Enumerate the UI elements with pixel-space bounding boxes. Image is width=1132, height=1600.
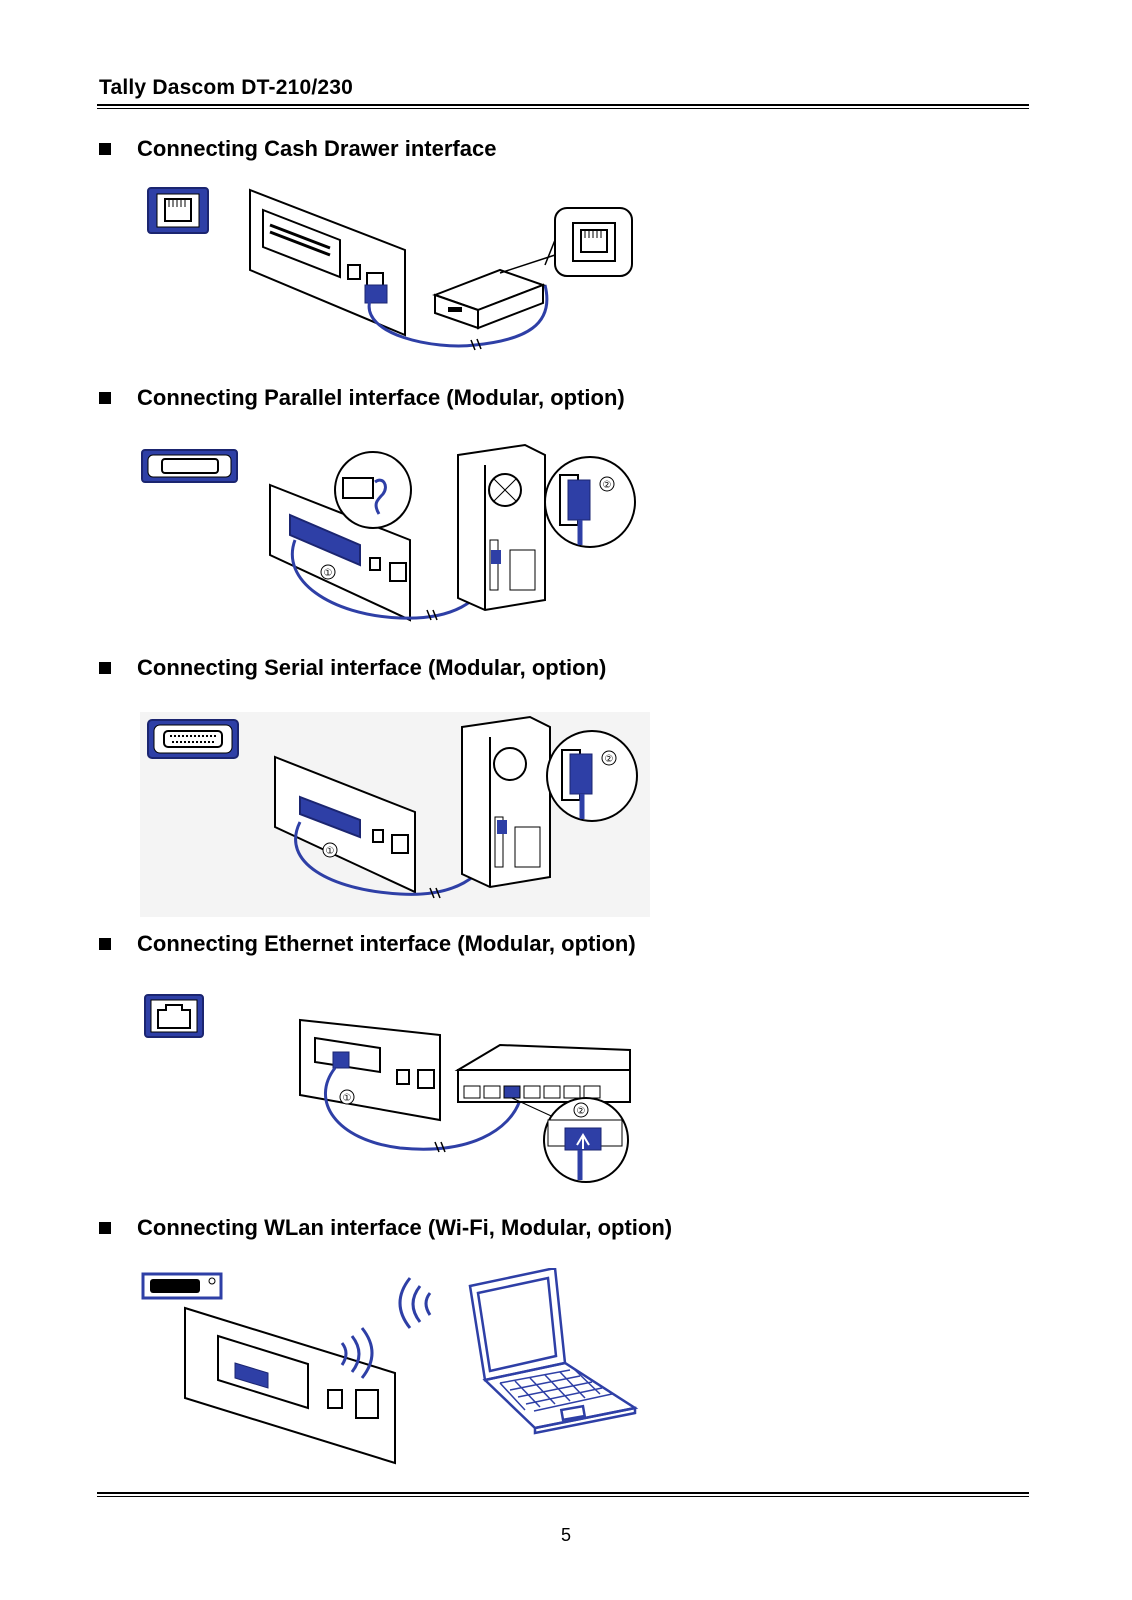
pc-tower	[457, 443, 546, 612]
step-2-label: ②	[605, 754, 614, 765]
square-bullet-icon	[99, 392, 111, 404]
square-bullet-icon	[99, 662, 111, 674]
parallel-port-icon	[141, 449, 238, 483]
cash-drawer-device	[432, 268, 546, 330]
step-1-label: ①	[324, 568, 333, 579]
serial-port-icon	[147, 719, 239, 759]
document-header-title: Tally Dascom DT-210/230	[99, 76, 354, 99]
laptop-device	[468, 1268, 639, 1435]
section-ethernet-heading: Connecting Ethernet interface (Modular, …	[99, 931, 636, 957]
section-title: Connecting WLan interface (Wi-Fi, Modula…	[137, 1215, 673, 1240]
header-rule-top	[97, 104, 1029, 106]
step-1-label: ①	[343, 1093, 352, 1104]
section-serial-heading: Connecting Serial interface (Modular, op…	[99, 655, 606, 681]
square-bullet-icon	[99, 143, 111, 155]
footer-rule-top	[97, 1492, 1029, 1494]
square-bullet-icon	[99, 938, 111, 950]
serial-interface-diagram: ① ②	[140, 712, 650, 917]
pc-tower	[461, 715, 551, 889]
header-rule-bottom	[97, 108, 1029, 109]
wlan-module-icon	[141, 1272, 223, 1300]
cash-drawer-diagram	[147, 187, 633, 351]
printer-back-panel	[249, 188, 406, 337]
rj11-port-icon	[147, 187, 209, 234]
wlan-interface-diagram	[141, 1268, 639, 1465]
step-2-label: ②	[577, 1106, 586, 1117]
section-title: Connecting Ethernet interface (Modular, …	[137, 931, 636, 956]
ethernet-port-icon	[144, 994, 204, 1038]
section-parallel-heading: Connecting Parallel interface (Modular, …	[99, 385, 625, 411]
section-cash-drawer-heading: Connecting Cash Drawer interface	[99, 136, 496, 162]
step-2-label: ②	[603, 480, 612, 491]
ethernet-interface-diagram: ① ②	[144, 994, 631, 1183]
section-title: Connecting Serial interface (Modular, op…	[137, 655, 607, 680]
wifi-signal-icon	[340, 1277, 432, 1379]
step-1-label: ①	[326, 846, 335, 857]
parallel-interface-diagram: ① ②	[141, 443, 636, 622]
footer-rule-bottom	[97, 1496, 1029, 1497]
section-title: Connecting Parallel interface (Modular, …	[137, 385, 625, 410]
section-wlan-heading: Connecting WLan interface (Wi-Fi, Modula…	[99, 1215, 672, 1241]
square-bullet-icon	[99, 1222, 111, 1234]
section-title: Connecting Cash Drawer interface	[137, 136, 497, 161]
network-switch	[454, 1043, 631, 1103]
page-number: 5	[560, 1525, 571, 1545]
